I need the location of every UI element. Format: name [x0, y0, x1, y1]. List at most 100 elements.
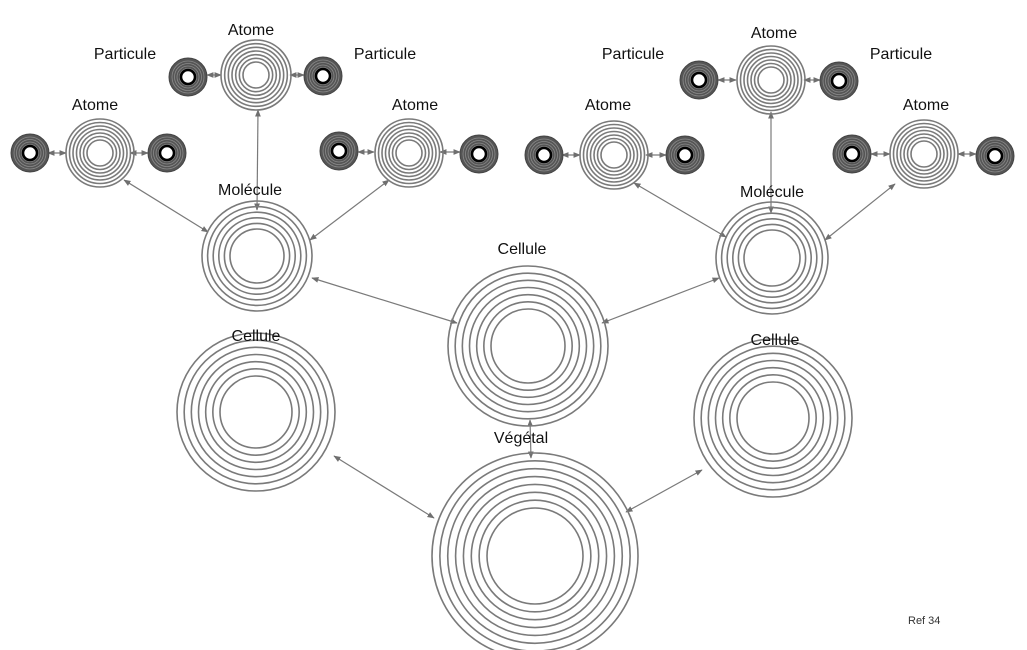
- atom-left-2: [374, 118, 444, 188]
- particle-right-2-a-ring: [835, 137, 869, 171]
- particle-left-top-a-ring: [171, 60, 205, 94]
- atom-right-2-ring: [892, 122, 956, 186]
- atom-left-top-ring: [220, 39, 292, 111]
- particle-left-1-b-ring: [150, 136, 184, 170]
- atom-left-2-ring: [388, 132, 430, 174]
- link-molecule-cell-left: [311, 277, 458, 324]
- label-cell-right: Cellule: [750, 332, 800, 349]
- cell-left-ring: [183, 339, 329, 485]
- particle-left-2-a-ring: [322, 134, 356, 168]
- atom-right-1: [579, 120, 649, 190]
- atom-left-2-ring: [374, 118, 444, 188]
- link-atom-molecule-right-2: [824, 183, 896, 241]
- cell-right-ring: [714, 359, 832, 477]
- particle-right-top-a-ring: [690, 71, 708, 89]
- molecule-right-ring: [743, 229, 801, 287]
- particle-left-top-a-ring: [176, 65, 200, 89]
- label-atom-left-top: Atome: [227, 22, 275, 39]
- molecule-left-ring: [218, 217, 297, 296]
- particle-right-top-b: [819, 61, 859, 101]
- cell-left-ring: [197, 353, 315, 471]
- molecule-right-ring: [731, 218, 812, 299]
- atom-left-2-ring: [377, 121, 441, 185]
- particle-right-2-b-ring: [983, 144, 1007, 168]
- label-particle-left-a: Particule: [93, 46, 157, 63]
- particle-right-1-b-core: [676, 146, 694, 164]
- atom-left-2-ring: [381, 125, 437, 181]
- plant-ring: [478, 499, 592, 613]
- particle-left-2-b: [459, 134, 499, 174]
- particle-left-top-b-ring: [309, 62, 337, 90]
- particle-left-top-a: [168, 57, 208, 97]
- atom-left-2-ring: [395, 139, 423, 167]
- particle-left-2-b-ring: [470, 145, 488, 163]
- atom-left-top-ring: [231, 50, 281, 100]
- particle-left-2-b-ring: [462, 137, 496, 171]
- particle-left-2-b-core: [470, 145, 488, 163]
- label-molecule-left: Molécule: [217, 182, 283, 199]
- molecule-right-ring: [737, 223, 807, 293]
- atom-left-top: [220, 39, 292, 111]
- particle-left-1-a: [10, 133, 50, 173]
- particle-left-2-a-ring: [330, 142, 348, 160]
- particle-right-top-b-ring: [830, 72, 848, 90]
- particle-left-1-b-core: [158, 144, 176, 162]
- molecule-right: [715, 201, 829, 315]
- plant-ring: [462, 483, 608, 629]
- atom-right-top-ring: [757, 66, 785, 94]
- atom-left-top-ring: [242, 61, 270, 89]
- cell-right-ring: [721, 366, 825, 470]
- cell-left-ring: [176, 332, 336, 492]
- atom-right-top-ring: [746, 55, 796, 105]
- label-particle-right-a: Particule: [601, 46, 665, 63]
- particle-left-1-b: [147, 133, 187, 173]
- particle-right-top-a-ring: [685, 66, 713, 94]
- cell-center-ring: [447, 265, 609, 427]
- atom-left-2-ring: [384, 128, 434, 178]
- particle-right-1-b-ring: [671, 141, 699, 169]
- reference-note: Ref 34: [908, 615, 941, 627]
- link-atom-molecule-left-top: [254, 109, 261, 211]
- cell-center-ring: [475, 293, 581, 399]
- label-molecule-right: Molécule: [739, 184, 805, 201]
- cell-left-ring: [212, 368, 300, 456]
- particle-right-2-b: [975, 136, 1015, 176]
- cell-center-ring: [468, 286, 588, 406]
- particle-left-1-a-ring: [16, 139, 44, 167]
- atom-left-top-ring: [238, 57, 274, 93]
- cell-right: [693, 338, 853, 498]
- cell-right-ring: [700, 345, 846, 491]
- atom-right-2-ring: [906, 136, 942, 172]
- particle-right-2-b-ring: [981, 142, 1009, 170]
- particle-left-top-a-ring: [174, 63, 202, 91]
- particle-right-top-a: [679, 60, 719, 100]
- particle-right-1-a-core: [535, 146, 553, 164]
- particle-right-1-a-ring: [530, 141, 558, 169]
- cell-right-ring: [707, 352, 839, 484]
- cell-left-ring: [219, 375, 293, 449]
- particle-right-top-b-ring: [825, 67, 853, 95]
- molecule-right-ring: [720, 206, 824, 310]
- label-particle-left-b: Particule: [353, 46, 417, 63]
- molecule-left-ring: [201, 200, 313, 312]
- atom-right-1-ring: [586, 127, 642, 183]
- particle-right-2-a: [832, 134, 872, 174]
- atom-left-top-ring: [223, 42, 289, 108]
- particle-right-top-b-core: [830, 72, 848, 90]
- molecule-left-ring: [229, 228, 285, 284]
- particle-left-top-b-ring: [311, 64, 335, 88]
- particle-right-1-a: [524, 135, 564, 175]
- particle-left-1-a-ring: [18, 141, 42, 165]
- label-atom-right-2: Atome: [902, 97, 950, 114]
- particle-right-top-a-ring: [687, 68, 711, 92]
- plant-ring: [486, 507, 584, 605]
- atom-right-top-ring: [753, 62, 789, 98]
- particle-right-1-a-ring: [527, 138, 561, 172]
- cell-center: [447, 265, 609, 427]
- particle-left-1-b-ring: [155, 141, 179, 165]
- particle-left-2-a: [319, 131, 359, 171]
- particle-right-2-a-core: [843, 145, 861, 163]
- particle-left-1-b-ring: [153, 139, 181, 167]
- atom-left-1-ring: [72, 125, 128, 181]
